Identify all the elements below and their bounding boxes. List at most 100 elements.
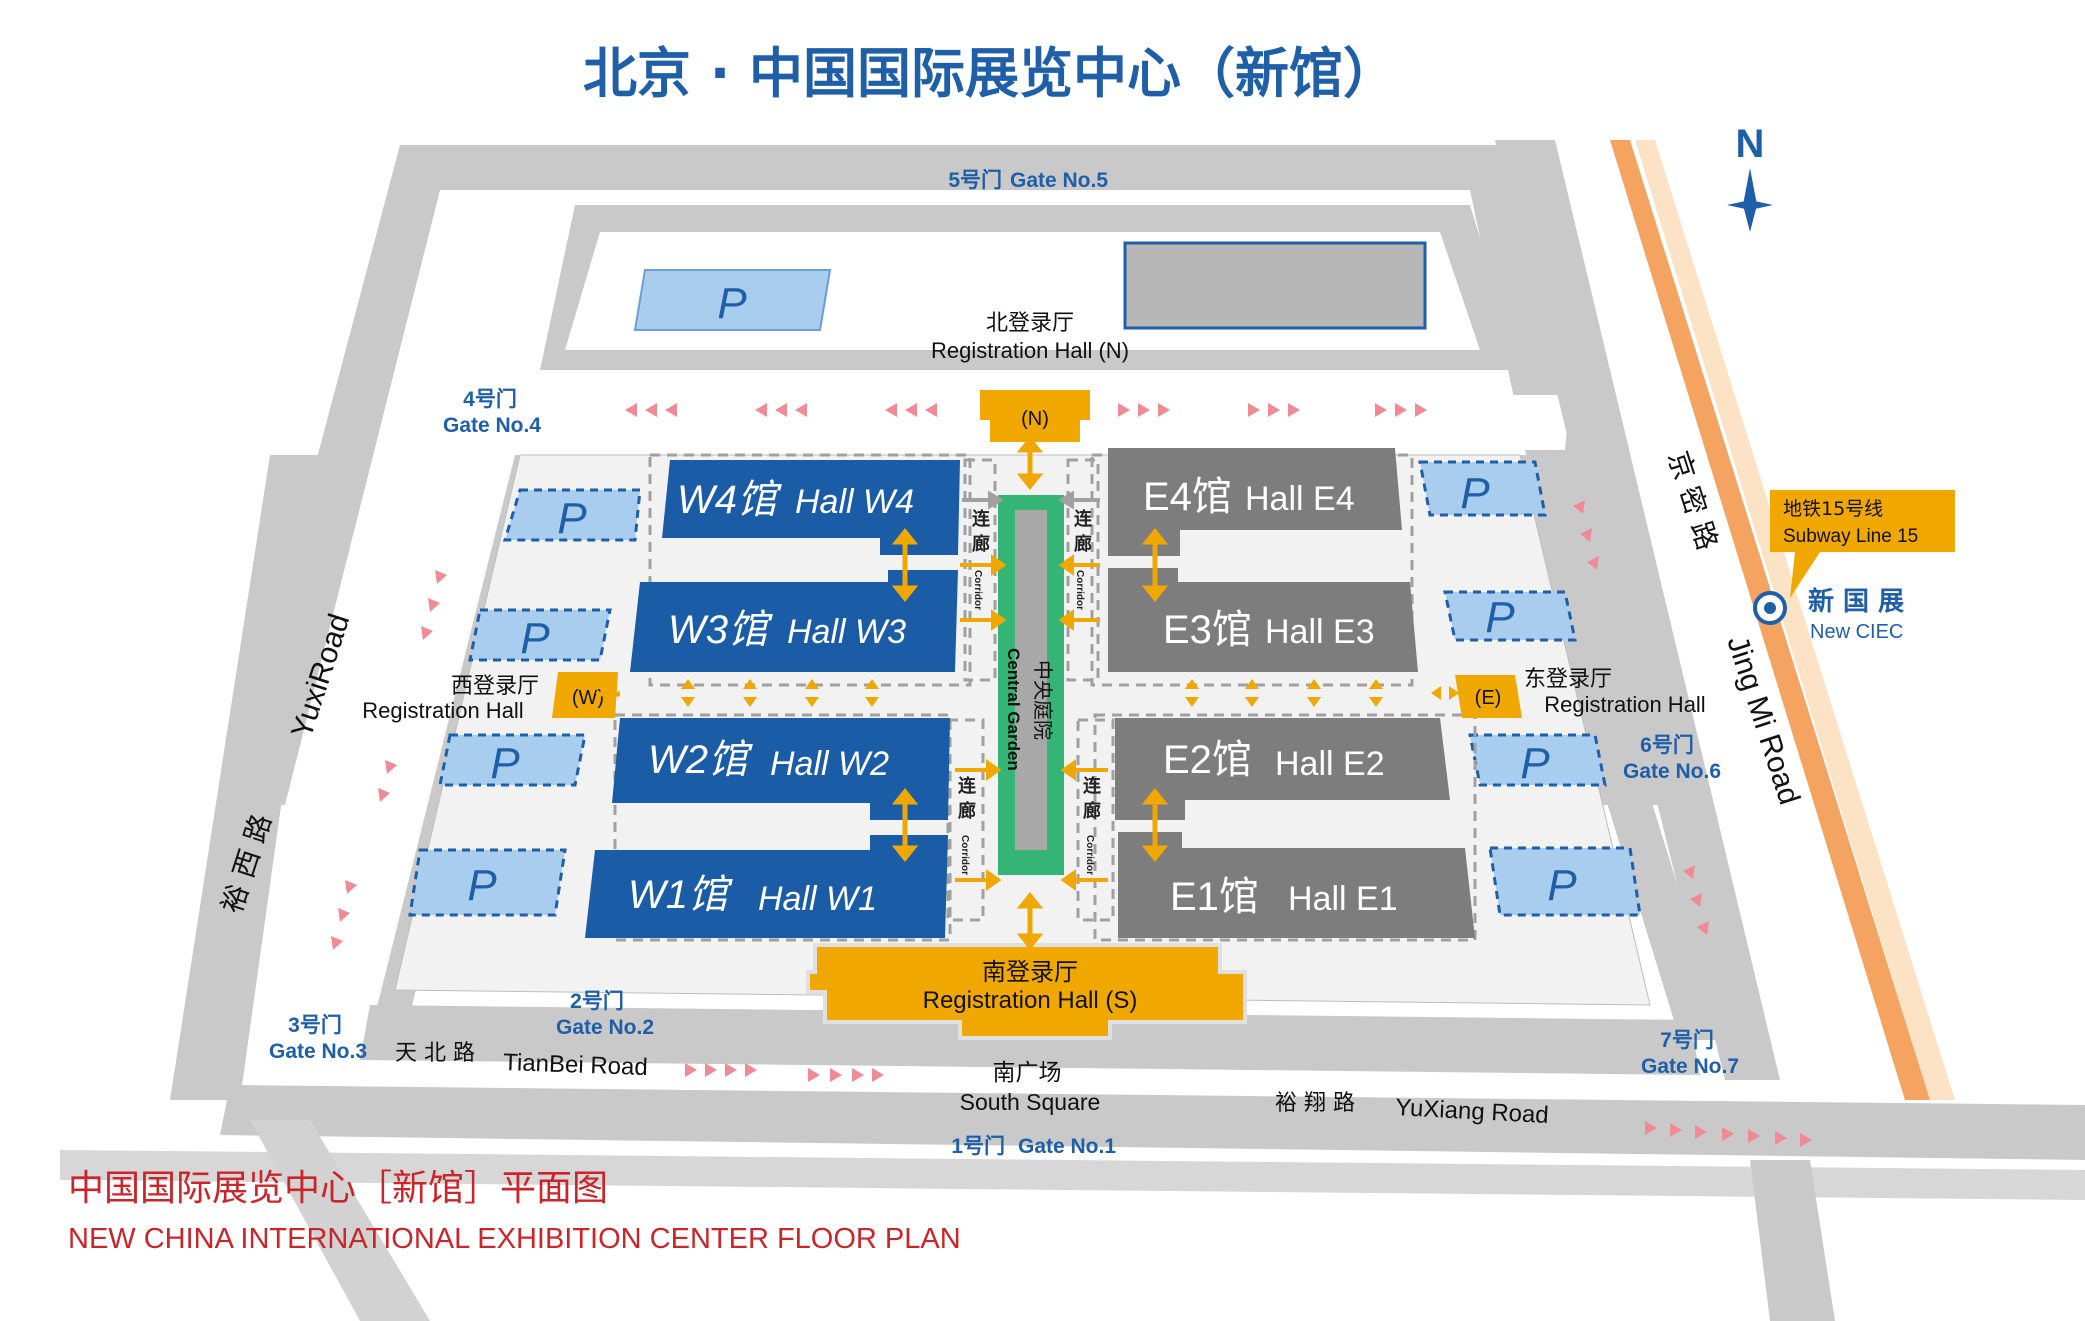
registration-east-en: Registration Hall: [1544, 692, 1705, 717]
parking-lot: [1443, 590, 1577, 642]
parking-icon: P: [1520, 739, 1550, 788]
parking-icon: P: [1460, 469, 1490, 518]
halls-west: [585, 460, 960, 938]
gate-5-cn: 5号门: [948, 168, 1002, 192]
hall-e1: [1118, 832, 1475, 938]
central-garden-label-cn: 中央庭院: [1031, 660, 1055, 740]
footer-title-en: NEW CHINA INTERNATIONAL EXHIBITION CENTE…: [68, 1223, 961, 1255]
parking-icon: P: [1547, 861, 1577, 910]
station-name-cn: 新 国 展: [1808, 586, 1904, 617]
compass-label: N: [1736, 122, 1765, 166]
parking-icon: P: [557, 494, 587, 543]
central-garden-label-en: Central Garden: [1004, 648, 1023, 771]
gate-3-cn: 3号门: [288, 1013, 342, 1037]
compass-icon: N: [1727, 122, 1773, 232]
road-yuxiang-cn: 裕 翔 路: [1275, 1091, 1355, 1116]
subway-line-en: Subway Line 15: [1783, 526, 1918, 547]
corridor-label-en: Corridor: [959, 835, 970, 875]
gate-7-cn: 7号门: [1660, 1028, 1714, 1052]
hall-w3-en: Hall W3: [787, 613, 906, 651]
gate-5-en: Gate No.5: [1010, 169, 1108, 192]
hall-w4-cn: W4馆: [677, 478, 782, 522]
corridor-label: 连: [1074, 508, 1093, 530]
gate-3-en: Gate No.3: [269, 1040, 367, 1063]
parking-lot: [502, 488, 642, 542]
corridor-label: 连: [1083, 775, 1102, 797]
parking-lot: [438, 733, 587, 787]
hall-w1-en: Hall W1: [758, 880, 877, 918]
parking-lots: [408, 269, 1642, 917]
corridor-label: 廊: [1083, 800, 1101, 822]
registration-north-cn: 北登录厅: [986, 311, 1074, 336]
north-building: [1123, 241, 1427, 330]
parking-lot: [1468, 733, 1607, 787]
hall-w4: [662, 460, 960, 555]
registration-east-tag: (E): [1475, 687, 1502, 709]
hall-w2: [612, 718, 950, 820]
registration-hall-north: [980, 390, 1090, 442]
corridor-label-en: Corridor: [972, 570, 983, 610]
parking-lot: [408, 848, 567, 917]
hall-w4-en: Hall W4: [795, 483, 914, 521]
plaza-arrows: [681, 679, 1459, 707]
gate-6-cn: 6号门: [1640, 733, 1694, 757]
corridor-label: 廊: [972, 533, 990, 555]
gate-4-en: Gate No.4: [443, 414, 541, 437]
parking-icon: P: [717, 279, 747, 328]
hall-w3-cn: W3馆: [668, 608, 773, 652]
station-name-en: New CIEC: [1810, 621, 1903, 643]
hall-w1-cn: W1馆: [628, 873, 733, 917]
hall-e2-cn: E2馆: [1163, 738, 1252, 782]
metro-station-icon: [1753, 591, 1787, 625]
registration-hall-west: [552, 672, 618, 718]
parking-lot: [1418, 460, 1547, 517]
parking-icon: P: [520, 614, 550, 663]
registration-hall-east: [1455, 675, 1522, 718]
hall-e2: [1115, 718, 1450, 820]
traffic-arrows: [331, 403, 1812, 1147]
registration-west-tag: (W): [572, 687, 604, 709]
corridor-label: 连: [972, 508, 991, 530]
gate-1-en: Gate No.1: [1018, 1135, 1116, 1158]
hall-e1-en: Hall E1: [1288, 880, 1398, 918]
south-square-cn: 南广场: [993, 1060, 1062, 1086]
central-garden: [998, 495, 1064, 875]
registration-south-cn: 南登录厅: [982, 958, 1078, 986]
hall-w2-en: Hall W2: [770, 745, 889, 783]
gate-4-cn: 4号门: [463, 387, 517, 411]
corridor-label: 廊: [958, 800, 976, 822]
halls-east: [1108, 448, 1475, 938]
registration-west-en: Registration Hall: [362, 698, 523, 723]
parking-lot: [633, 269, 832, 331]
hall-e1-cn: E1馆: [1170, 875, 1259, 919]
gate-7-en: Gate No.7: [1641, 1055, 1739, 1078]
corridor-label: 廊: [1074, 533, 1092, 555]
registration-west-cn: 西登录厅: [451, 674, 539, 699]
registration-north-en: Registration Hall (N): [931, 338, 1129, 363]
subway-line-cn: 地铁15号线: [1783, 498, 1883, 520]
registration-hall-south: [806, 943, 1247, 1040]
subway-callout: 地铁15号线 Subway Line 15: [1770, 490, 1955, 598]
parking-icon: P: [467, 861, 497, 910]
registration-south-en: Registration Hall (S): [923, 987, 1138, 1014]
gate-6-en: Gate No.6: [1623, 760, 1721, 783]
hall-e2-en: Hall E2: [1275, 745, 1385, 783]
gate-2-en: Gate No.2: [556, 1016, 654, 1039]
south-square-en: South Square: [960, 1089, 1101, 1115]
footer-title-cn: 中国国际展览中心［新馆］平面图: [68, 1168, 608, 1209]
hall-w3: [630, 570, 958, 672]
gate-1-cn: 1号门: [951, 1134, 1005, 1158]
road-network: [60, 140, 2085, 1321]
hall-e3-cn: E3馆: [1163, 608, 1252, 652]
hall-e4-cn: E4馆: [1143, 475, 1232, 519]
parking-lot: [468, 608, 612, 662]
parking-icon: P: [490, 739, 520, 788]
hall-e3-en: Hall E3: [1265, 613, 1375, 651]
hall-e4: [1108, 448, 1402, 556]
hall-e3: [1108, 568, 1418, 672]
page-title: 北京 · 中国国际展览中心（新馆）: [583, 42, 1397, 105]
parking-icon: P: [1485, 593, 1515, 642]
registration-east-cn: 东登录厅: [1524, 667, 1612, 692]
